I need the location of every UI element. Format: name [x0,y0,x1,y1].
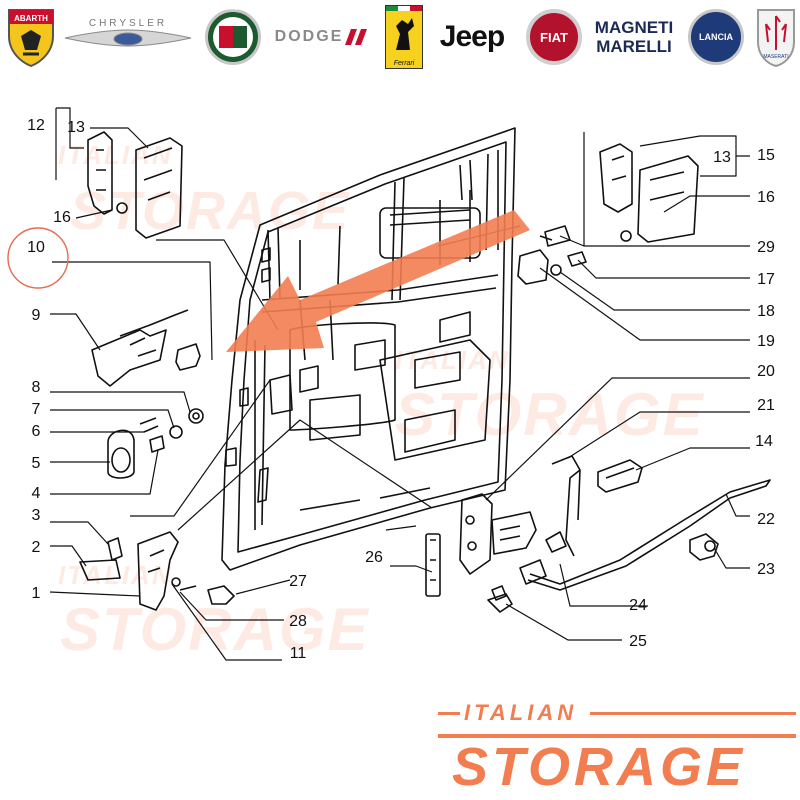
italian-storage-logo: ITALIAN STORAGE [438,700,800,800]
callout-10: 10 [27,239,45,256]
part-25-bolt [487,585,513,613]
callout-7: 7 [32,401,41,418]
callout-16-left: 16 [53,209,71,226]
footer-top-rule-right [590,712,796,715]
abarth-label: ABARTH [14,14,48,23]
callout-4: 4 [32,485,41,502]
callout-2: 2 [32,539,41,556]
callout-15: 15 [757,147,775,164]
callout-19: 19 [757,333,775,350]
alfa-romeo-label: ALFA ROMEO [213,6,253,12]
callout-11: 11 [290,645,307,662]
parts-1-3-brackets [79,531,179,611]
fiat-label: FIAT [540,29,568,45]
ferrari-logo: Ferrari [384,4,424,70]
dodge-label: DODGE [274,28,344,45]
callout-6: 6 [32,423,41,440]
door-panel [221,127,516,571]
brand-logo-bar: ABARTH CHRYSLER ALFA ROMEO DODGE [0,0,800,78]
fiat-logo: FIAT [524,4,584,70]
part-23-plug [689,533,719,561]
parts-17-19-29-bracket [517,225,587,285]
part-14-handle-small [597,459,643,493]
callout-14: 14 [755,433,773,450]
footer-top-rule [438,712,460,715]
magneti-marelli-logo: MAGNETI MARELLI [586,4,682,70]
watermark-large-2: STORAGE [395,381,705,448]
jeep-label: Jeep [439,20,505,53]
callout-24: 24 [629,597,647,614]
part-12-13-handle-left [87,131,183,239]
watermark-large-3: STORAGE [60,596,370,663]
part-22-rod [519,479,771,591]
callout-8: 8 [32,379,41,396]
part-20-lock [459,493,537,575]
callout-22: 22 [757,511,775,528]
ferrari-label: Ferrari [393,60,415,67]
part-26-strip [425,533,441,597]
callout-13-left: 13 [67,119,85,136]
footer-storage-text: STORAGE [452,737,747,797]
callout-13-right: 13 [713,149,731,166]
footer-italian-text: ITALIAN [464,700,578,725]
callout-26: 26 [365,549,383,566]
alfa-romeo-logo: ALFA ROMEO [200,4,266,70]
leader-lines [49,107,750,661]
direction-arrow [226,210,530,352]
magneti-marelli-label: MAGNETI MARELLI [594,18,674,56]
parts-4-8-cylinder [107,408,204,479]
callout-3: 3 [32,507,41,524]
callout-10-highlight-circle [7,227,69,289]
callout-20: 20 [757,363,775,380]
callout-18: 18 [757,303,775,320]
callout-27: 27 [289,573,307,590]
abarth-logo: ABARTH [2,4,60,70]
callout-29: 29 [757,239,775,256]
lancia-label: LANCIA [699,32,733,42]
callout-labels: 1 2 3 4 5 6 7 8 9 10 11 12 13 13 14 15 1… [27,117,775,662]
callout-25: 25 [629,633,647,650]
callout-21: 21 [757,397,775,414]
maserati-logo: MASERATI [752,4,800,70]
footer-mid-rule [438,734,796,738]
callout-12: 12 [27,117,45,134]
callout-23: 23 [757,561,775,578]
part-9-mechanism [91,309,201,387]
callout-28: 28 [289,613,307,630]
dodge-logo: DODGE [268,4,374,70]
callout-1: 1 [32,585,41,602]
maserati-label: MASERATI [763,54,788,60]
callout-9: 9 [32,307,41,324]
lancia-logo: LANCIA [684,4,748,70]
watermark-small-3: ITALIAN [58,560,173,590]
part-15-handle-right [599,143,699,243]
callout-16-right: 16 [757,189,775,206]
callout-5: 5 [32,455,41,472]
callout-17: 17 [757,271,775,288]
watermark-large-1: STORAGE [70,181,351,241]
parts-27-28-small [171,577,235,605]
chrysler-label: CHRYSLER [89,18,167,29]
jeep-logo: Jeep [428,4,516,70]
chrysler-logo: CHRYSLER [62,4,194,70]
part-21-rod [545,455,581,557]
